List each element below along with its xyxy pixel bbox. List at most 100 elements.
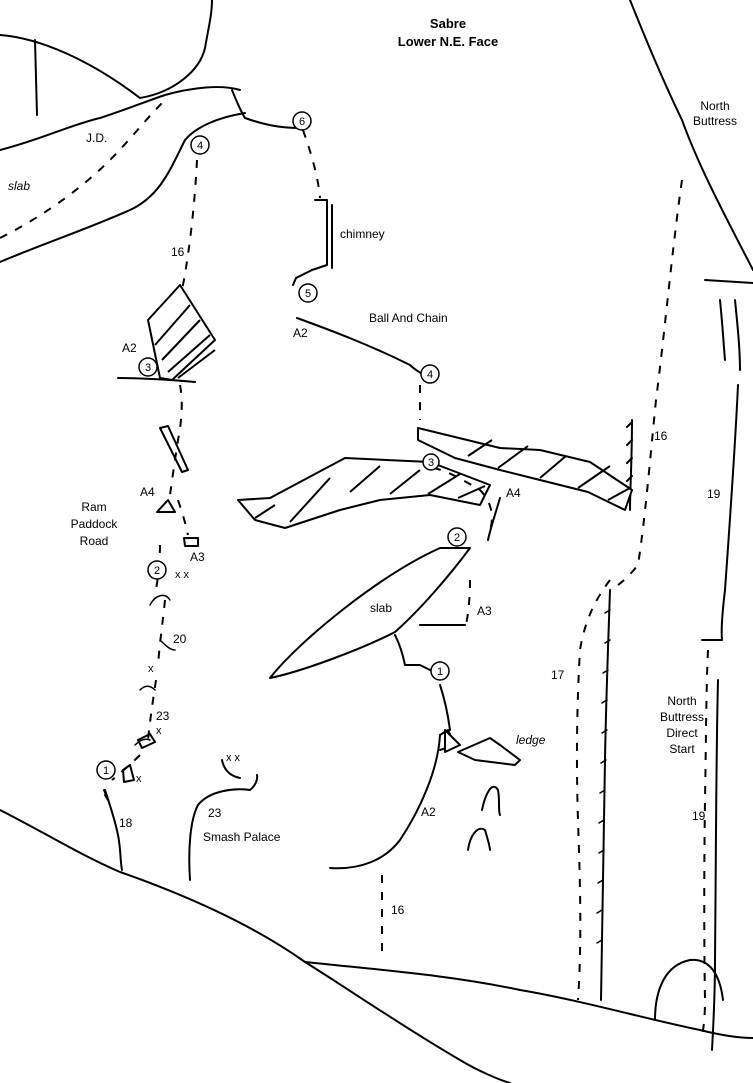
left-bottom-block xyxy=(103,789,109,801)
svg-text:4: 4 xyxy=(197,140,203,152)
right-wall-corner xyxy=(629,419,633,511)
jd-ramp-top xyxy=(0,86,241,151)
belay-4-mid: 4 xyxy=(420,364,440,384)
north-buttress-skyline xyxy=(629,0,753,271)
roof-left xyxy=(117,284,216,383)
grade-a4-right: A4 xyxy=(506,486,521,500)
grade-16-right: 16 xyxy=(654,429,668,443)
grade-20: 20 xyxy=(173,632,187,646)
belay-3-left: 3 xyxy=(138,357,158,377)
nb-crack-1 xyxy=(719,299,726,361)
ball-and-chain-line xyxy=(296,317,424,376)
left-squiggles xyxy=(134,594,176,746)
grade-19-upper: 19 xyxy=(707,487,721,501)
ledge-feature xyxy=(444,729,521,766)
mid-pitch-2-line xyxy=(465,579,471,626)
left-bottom-wall xyxy=(104,789,123,871)
bolt-mark-c: x xyxy=(156,725,162,737)
svg-text:5: 5 xyxy=(305,288,311,300)
ground-lower xyxy=(304,961,511,1083)
svg-text:4: 4 xyxy=(427,369,433,381)
nbds-dashed-line xyxy=(701,649,709,1039)
main-corner-hatch xyxy=(596,609,611,944)
belay-3-mid: 3 xyxy=(422,453,440,471)
slab-feature xyxy=(269,547,471,679)
route-17-line xyxy=(575,579,611,1001)
label-nbds-2: Buttress xyxy=(660,710,704,724)
grade-17: 17 xyxy=(551,668,565,682)
grade-23-left: 23 xyxy=(156,709,170,723)
grade-23-smash: 23 xyxy=(208,806,222,820)
left-lower-line xyxy=(111,544,166,781)
nb-crack-2 xyxy=(734,299,741,371)
roof-lower-band xyxy=(237,457,491,529)
label-nbds-4: Start xyxy=(669,742,695,756)
chimney-crack xyxy=(292,199,328,286)
left-a4-line xyxy=(177,499,189,536)
lower-arete xyxy=(329,734,441,870)
grade-a2-ball: A2 xyxy=(293,326,308,340)
svg-text:1: 1 xyxy=(437,666,443,678)
grade-a3-right: A3 xyxy=(477,604,492,618)
svg-text:3: 3 xyxy=(145,362,151,374)
grade-labels: 16 A2 A2 A4 A3 20 23 18 23 A4 A3 A2 16 1… xyxy=(119,245,721,917)
bolt-marks: x x x x x x x xyxy=(136,569,241,785)
roof-upper-band xyxy=(417,427,633,511)
boulder-right xyxy=(654,958,724,1021)
label-nbds-3: Direct xyxy=(666,726,698,740)
label-north-buttress-1: North xyxy=(700,99,729,113)
mid-pitch-1-line xyxy=(439,684,451,731)
right-wall-hatch xyxy=(626,421,633,482)
label-slab-upper: slab xyxy=(8,179,30,193)
smash-palace-notch xyxy=(221,759,241,779)
route-labels: J.D. slab chimney Ball And Chain North B… xyxy=(8,99,737,844)
grade-19-lower: 19 xyxy=(692,809,706,823)
main-corner-right xyxy=(600,589,611,1001)
label-slab-mid: slab xyxy=(370,601,392,615)
jd-ramp-bottom xyxy=(0,112,246,263)
nbds-crack xyxy=(711,679,719,1051)
diagram-title: Sabre Lower N.E. Face xyxy=(398,16,498,49)
upper-left-route-line xyxy=(181,159,198,291)
left-corner-line xyxy=(34,39,38,116)
label-ram-2: Paddock xyxy=(71,517,119,531)
grade-a2-upper: A2 xyxy=(122,341,137,355)
belay-2-mid: 2 xyxy=(447,527,467,547)
flake-features xyxy=(122,425,501,851)
label-smash-palace: Smash Palace xyxy=(203,830,281,844)
belay-4-upper-left: 4 xyxy=(190,135,210,155)
bolt-mark-a: x x xyxy=(175,569,190,581)
mid-a4-crack xyxy=(487,497,501,541)
bolt-mark-e: x x xyxy=(226,752,241,764)
belay-1-left: 1 xyxy=(96,760,116,780)
belay-6: 6 xyxy=(292,111,312,131)
bolt-mark-d: x xyxy=(136,773,142,785)
label-ram-3: Road xyxy=(80,534,109,548)
belay-1-mid: 1 xyxy=(430,661,450,681)
title-line-1: Sabre xyxy=(430,16,466,31)
title-line-2: Lower N.E. Face xyxy=(398,34,498,49)
north-buttress-ledge xyxy=(704,279,753,284)
svg-text:2: 2 xyxy=(154,565,160,577)
smash-palace-wall xyxy=(188,774,259,881)
north-buttress-edge xyxy=(701,384,739,641)
label-ledge: ledge xyxy=(516,733,546,747)
grade-a2-lower: A2 xyxy=(421,805,436,819)
pitch-6-route-line xyxy=(302,129,321,199)
belay-2-left: 2 xyxy=(147,560,167,580)
label-nbds-1: North xyxy=(667,694,696,708)
jd-route-line xyxy=(0,99,166,239)
label-ram-1: Ram xyxy=(81,500,106,514)
label-ball-and-chain: Ball And Chain xyxy=(369,311,448,325)
svg-text:6: 6 xyxy=(299,116,305,128)
grade-18: 18 xyxy=(119,816,133,830)
svg-text:1: 1 xyxy=(103,765,109,777)
mid-pitch-3-line xyxy=(432,467,493,531)
label-chimney: chimney xyxy=(340,227,385,241)
grade-a3-left: A3 xyxy=(190,550,205,564)
left-skyline xyxy=(0,0,213,99)
mid-a3-corner xyxy=(394,624,466,671)
grade-16-lower: 16 xyxy=(391,903,405,917)
